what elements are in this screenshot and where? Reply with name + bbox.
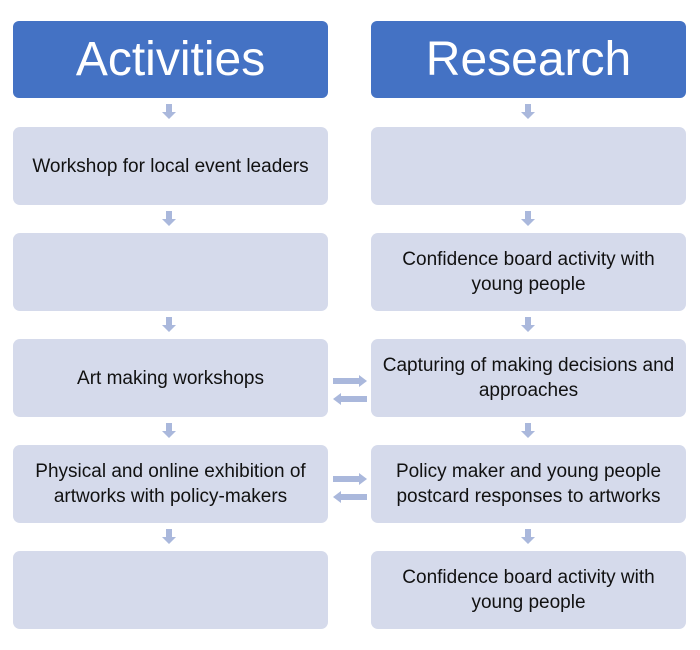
research-step-5: Confidence board activity with young peo… bbox=[371, 551, 686, 629]
activity-step-2 bbox=[13, 233, 328, 311]
down-arrow-icon bbox=[521, 211, 535, 226]
down-arrow-icon bbox=[521, 317, 535, 332]
right-arrow-icon bbox=[333, 374, 367, 387]
research-step-4: Policy maker and young people postcard r… bbox=[371, 445, 686, 523]
down-arrow-icon bbox=[521, 423, 535, 438]
activity-step-5 bbox=[13, 551, 328, 629]
down-arrow-icon bbox=[521, 104, 535, 119]
research-step-2: Confidence board activity with young peo… bbox=[371, 233, 686, 311]
down-arrow-icon bbox=[162, 529, 176, 544]
down-arrow-icon bbox=[162, 211, 176, 226]
down-arrow-icon bbox=[162, 423, 176, 438]
activity-step-4: Physical and online exhibition of artwor… bbox=[13, 445, 328, 523]
right-arrow-icon bbox=[333, 472, 367, 485]
down-arrow-icon bbox=[162, 104, 176, 119]
research-step-3: Capturing of making decisions and approa… bbox=[371, 339, 686, 417]
activity-step-1: Workshop for local event leaders bbox=[13, 127, 328, 205]
left-arrow-icon bbox=[333, 490, 367, 503]
left-arrow-icon bbox=[333, 392, 367, 405]
down-arrow-icon bbox=[162, 317, 176, 332]
research-header: Research bbox=[371, 21, 686, 98]
down-arrow-icon bbox=[521, 529, 535, 544]
activities-header: Activities bbox=[13, 21, 328, 98]
research-step-1 bbox=[371, 127, 686, 205]
activity-step-3: Art making workshops bbox=[13, 339, 328, 417]
